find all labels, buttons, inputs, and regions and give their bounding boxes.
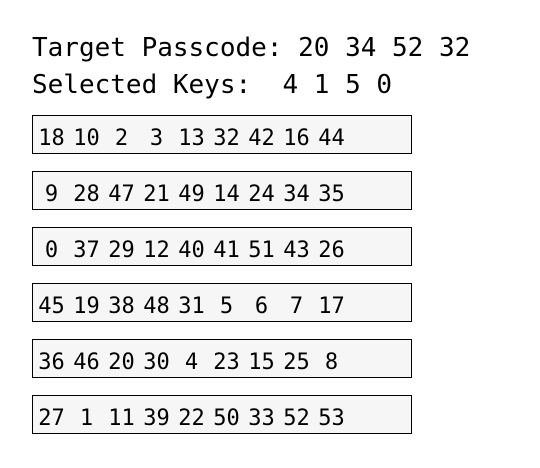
- key-button[interactable]: 2: [114, 126, 129, 151]
- key-button[interactable]: 20: [108, 350, 135, 375]
- key-button[interactable]: 27: [38, 406, 65, 431]
- key-button[interactable]: 4: [184, 350, 199, 375]
- key-button[interactable]: 10: [73, 126, 100, 151]
- key-button[interactable]: 51: [248, 238, 275, 263]
- key-button[interactable]: 3: [149, 126, 164, 151]
- key-button[interactable]: 32: [213, 126, 240, 151]
- key-button[interactable]: 34: [283, 182, 310, 207]
- key-button[interactable]: 42: [248, 126, 275, 151]
- key-button[interactable]: 7: [289, 294, 304, 319]
- key-button[interactable]: 12: [143, 238, 170, 263]
- key-row-5: 36 46 20 30 4 23 15 25 8: [32, 339, 412, 378]
- key-button[interactable]: 44: [318, 126, 345, 151]
- key-button[interactable]: 14: [213, 182, 240, 207]
- key-button[interactable]: 31: [178, 294, 205, 319]
- selected-keys-line: Selected Keys: 4 1 5 0: [32, 70, 392, 100]
- key-button[interactable]: 40: [178, 238, 205, 263]
- key-button[interactable]: 38: [108, 294, 135, 319]
- selected-keys-label: Selected Keys:: [32, 70, 252, 100]
- key-button[interactable]: 22: [178, 406, 205, 431]
- key-button[interactable]: 39: [143, 406, 170, 431]
- key-button[interactable]: 18: [38, 126, 65, 151]
- key-button[interactable]: 6: [254, 294, 269, 319]
- target-passcode-label: Target Passcode:: [32, 33, 283, 63]
- key-button[interactable]: 9: [44, 182, 59, 207]
- key-row-3: 0 37 29 12 40 41 51 43 26: [32, 227, 412, 266]
- key-button[interactable]: 0: [44, 238, 59, 263]
- key-button[interactable]: 35: [318, 182, 345, 207]
- key-button[interactable]: 19: [73, 294, 100, 319]
- key-button[interactable]: 1: [79, 406, 94, 431]
- selected-keys-value: 4 1 5 0: [282, 70, 393, 100]
- target-passcode-line: Target Passcode: 20 34 52 32: [32, 33, 470, 63]
- key-button[interactable]: 29: [108, 238, 135, 263]
- target-passcode-value: 20 34 52 32: [298, 33, 471, 63]
- key-button[interactable]: 53: [318, 406, 345, 431]
- key-button[interactable]: 11: [108, 406, 135, 431]
- key-button[interactable]: 37: [73, 238, 100, 263]
- key-button[interactable]: 17: [318, 294, 345, 319]
- key-button[interactable]: 30: [143, 350, 170, 375]
- key-button[interactable]: 26: [318, 238, 345, 263]
- key-button[interactable]: 13: [178, 126, 205, 151]
- key-button[interactable]: 24: [248, 182, 275, 207]
- key-button[interactable]: 5: [219, 294, 234, 319]
- key-button[interactable]: 28: [73, 182, 100, 207]
- key-button[interactable]: 47: [108, 182, 135, 207]
- key-button[interactable]: 41: [213, 238, 240, 263]
- key-button[interactable]: 46: [73, 350, 100, 375]
- key-button[interactable]: 15: [248, 350, 275, 375]
- key-button[interactable]: 48: [143, 294, 170, 319]
- key-button[interactable]: 43: [283, 238, 310, 263]
- key-button[interactable]: 50: [213, 406, 240, 431]
- key-button[interactable]: 52: [283, 406, 310, 431]
- key-button[interactable]: 49: [178, 182, 205, 207]
- key-button[interactable]: 21: [143, 182, 170, 207]
- key-row-2: 9 28 47 21 49 14 24 34 35: [32, 171, 412, 210]
- key-button[interactable]: 33: [248, 406, 275, 431]
- key-button[interactable]: 25: [283, 350, 310, 375]
- key-button[interactable]: 45: [38, 294, 65, 319]
- key-button[interactable]: 16: [283, 126, 310, 151]
- key-button[interactable]: 23: [213, 350, 240, 375]
- key-button[interactable]: 8: [324, 350, 339, 375]
- key-button[interactable]: 36: [38, 350, 65, 375]
